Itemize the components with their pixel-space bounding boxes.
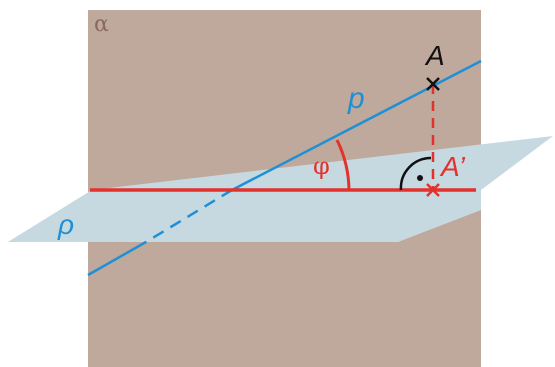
plane-rho-front	[8, 190, 481, 242]
point-a-marker	[426, 77, 440, 91]
label-phi: φ	[313, 152, 330, 180]
label-alpha: α	[94, 12, 109, 37]
angle-phi-arc	[335, 139, 351, 191]
line-p-lower	[87, 240, 147, 277]
label-point-a-projection: A’	[439, 151, 466, 182]
label-rho: ρ	[57, 209, 74, 240]
line-p-upper	[231, 59, 482, 192]
point-a-projection-marker	[426, 183, 440, 197]
right-angle-dot	[417, 175, 423, 181]
label-point-a: A	[424, 40, 445, 71]
label-p: p	[347, 82, 365, 115]
right-angle-arc	[399, 156, 432, 191]
line-p-hidden	[145, 188, 233, 244]
